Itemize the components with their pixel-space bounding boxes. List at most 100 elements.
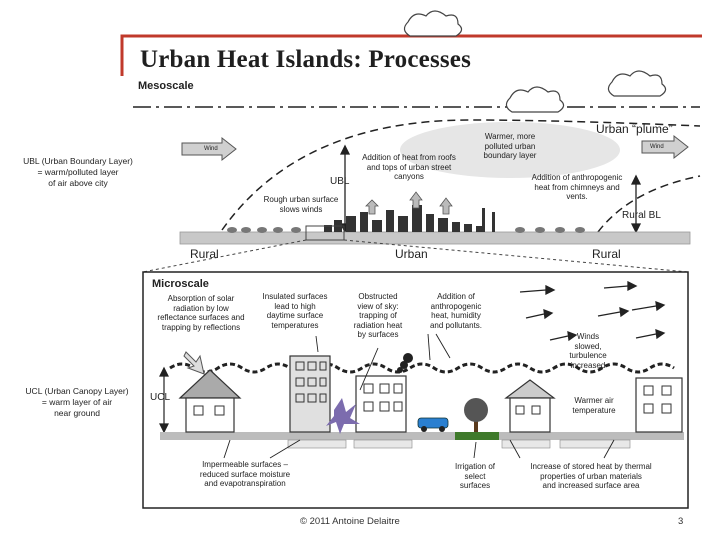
urban-plume-label: Urban “plume” [596,122,673,136]
caption-line: by surfaces [357,330,399,339]
caption-line: Obstructed [358,292,398,301]
stored-heat-caption: Increase of stored heat by thermal prope… [510,462,672,491]
ucl-note-line: = warm layer of air [41,397,113,407]
micro-wind-arrows [519,280,666,342]
caption-line: polluted urban [484,141,536,151]
house-right [504,379,556,433]
caption-line: and increased surface area [542,481,640,490]
tree-icon [464,398,488,432]
urban-label: Urban [395,247,428,261]
city-skyline [324,205,495,232]
caption-line: Addition of anthropogenic [531,173,623,182]
caption-line: slows winds [279,204,323,214]
impermeable-caption: Impermeable surfaces – reduced surface m… [186,460,304,489]
winds-caption: Winds slowed, turbulence increased [560,332,616,370]
caption-line: boundary layer [483,151,537,160]
ubl-note-line: = warm/polluted layer [37,167,119,177]
caption-line: lead to high [274,301,316,311]
page-number: 3 [678,516,684,527]
rural-bl-label: Rural BL [622,210,661,221]
ucl-height-arrow [159,366,169,434]
caption-line: increased [570,360,606,370]
caption-line: trapping by reflections [161,322,241,332]
microscale-ground [160,432,684,440]
caption-line: select [464,471,486,481]
caption-line: Warmer air [574,396,614,405]
caption-line: heat, humidity [431,311,481,320]
ubl-note-line: of air above city [48,178,108,188]
sun-ray-arrow [183,351,205,375]
slide-title: Urban Heat Islands: Processes [140,46,472,73]
caption-line: and evapotranspiration [204,479,286,488]
obstructed-caption: Obstructed view of sky: trapping of radi… [342,292,414,340]
caption-line: radiation heat [353,320,403,330]
cloud-icon [403,10,667,113]
ucl-note-line: near ground [54,408,100,418]
soil-patches [287,439,631,449]
rural-left-label: Rural [190,247,219,261]
insulated-caption: Insulated surfaces lead to high daytime … [250,292,340,330]
caption-line: anthropogenic [430,301,482,311]
ucl-label: UCL [150,392,171,403]
caption-line: view of sky: [357,301,399,311]
caption-line: Increase of stored heat by thermal [530,462,652,471]
caption-line: Rough urban surface [263,195,339,204]
building-far-right [635,377,683,433]
leader-lines [223,333,615,459]
house-left [178,369,242,433]
caption-line: slowed, [574,341,602,351]
caption-line: temperatures [271,320,319,330]
caption-line: trapping of [359,311,397,320]
caption-line: reduced surface moisture [199,469,291,479]
caption-line: canyons [394,172,424,181]
anthropogenic-caption: Addition of anthropogenic heat, humidity… [416,292,496,330]
wind-label-right: Wind [650,144,664,150]
tower-building [289,355,331,433]
caption-line: Impermeable surfaces – [202,460,288,469]
ubl-label: UBL [330,176,350,187]
rural-bl-line [597,175,701,233]
mesoscale-ground [179,231,691,245]
ubl-note-line: UBL (Urban Boundary Layer) [23,156,133,166]
caption-line: Irrigation of [454,462,496,471]
absorption-caption: Absorption of solar radiation by low ref… [145,294,257,332]
radiation-burst [326,398,360,434]
plume-haze [400,122,620,178]
irrigation-caption: Irrigation of select surfaces [444,462,506,491]
heat-roofs-caption: Addition of heat from roofs and tops of … [350,153,468,182]
rising-heat-arrows [365,191,453,215]
caption-line: and pollutants. [429,320,483,330]
caption-line: heat from chimneys and [534,182,620,192]
caption-line: Insulated surfaces [262,292,328,301]
warmer-polluted-caption: Warmer, more polluted urban boundary lay… [470,132,550,161]
smoke-icon [397,353,413,373]
title-accent-line [120,34,702,76]
caption-line: surfaces [459,481,491,490]
zoom-line-left [142,239,307,273]
caption-line: radiation by low [173,303,229,313]
caption-line: Warmer, more [484,132,536,141]
microscale-heading: Microscale [152,278,209,290]
irrigated-grass [455,432,499,440]
middle-building [355,375,407,433]
wind-arrow-icon [181,134,689,162]
anthro-heat-caption: Addition of anthropogenic heat from chim… [518,173,636,202]
caption-line: vents. [566,192,588,201]
caption-line: Absorption of solar [167,294,235,303]
rural-trees [227,227,585,233]
caption-line: reflectance surfaces and [157,313,245,322]
caption-line: Addition of heat from roofs [362,153,456,162]
caption-line: Addition of [437,292,475,301]
ucl-note: UCL (Urban Canopy Layer) = warm layer of… [14,386,140,419]
warmer-air-caption: Warmer air temperature [566,396,622,415]
caption-line: Winds [576,332,600,341]
copyright-footer: © 2011 Antoine Delaitre [300,516,400,527]
caption-line: temperature [572,405,616,415]
microscale-frame [142,271,689,509]
ucl-note-line: UCL (Urban Canopy Layer) [25,386,129,396]
wind-label-left: Wind [204,146,218,152]
caption-line: daytime surface [266,311,324,320]
caption-line: properties of urban materials [540,471,642,481]
mesoscale-heading: Mesoscale [138,80,194,92]
